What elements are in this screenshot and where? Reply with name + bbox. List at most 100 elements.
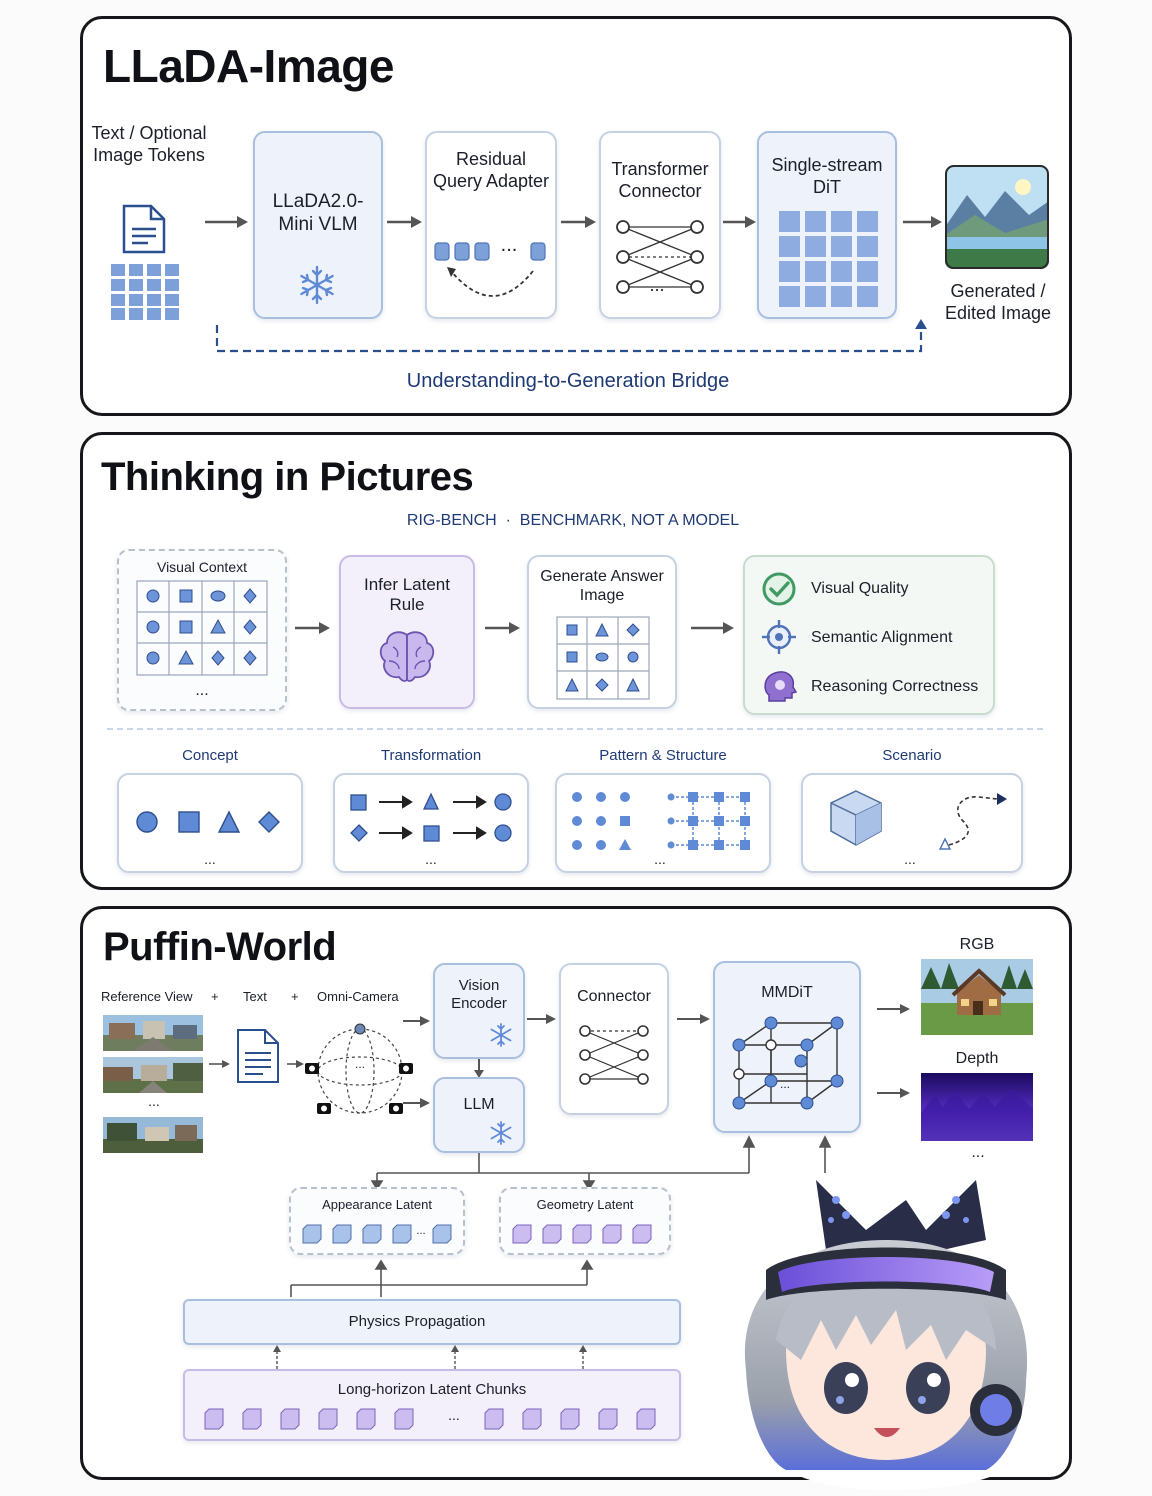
omni-camera-label: Omni-Camera [317, 989, 399, 1004]
chunks-ellipsis: ... [448, 1407, 460, 1423]
arrow-right-icon [287, 1060, 304, 1068]
check-badge-icon [762, 572, 796, 606]
arrow-right-icon [209, 1060, 230, 1068]
output-ellipsis: ... [971, 1144, 985, 1161]
pattern-ellipsis: ... [654, 851, 666, 867]
long-horizon-label: Long-horizon Latent Chunks [337, 1381, 527, 1398]
infer-box [339, 555, 475, 709]
mmdit-label: MMDiT [761, 984, 813, 1001]
plus-sign: + [291, 989, 299, 1004]
category-scenario-label: Scenario [882, 747, 942, 764]
metric-visual-quality: Visual Quality [811, 580, 909, 597]
path-arrow-icon [938, 793, 1007, 850]
adapter-ellipsis: ... [500, 234, 518, 256]
document-icon [237, 1029, 279, 1083]
chunks-to-physics-arrows [273, 1345, 587, 1369]
depth-output-image [921, 1073, 1033, 1141]
routing-lines [370, 1135, 832, 1191]
arrow-right-icon [387, 216, 422, 228]
arrow-right-icon [877, 1004, 910, 1014]
arrow-right-icon [403, 1016, 430, 1026]
reference-photo [103, 1057, 203, 1093]
category-concept-label: Concept [182, 747, 238, 764]
dashed-divider [107, 728, 1045, 730]
text-label: Text [243, 989, 267, 1004]
infer-label: Infer Latent Rule [363, 575, 450, 615]
transformation-ellipsis: ... [425, 851, 437, 867]
arrow-right-icon [723, 216, 756, 228]
mmdit-ellipsis: ... [779, 1077, 790, 1091]
long-horizon-box [183, 1369, 681, 1441]
rgb-output-image [921, 959, 1033, 1035]
panel-title: LLaDA-Image [103, 40, 394, 92]
mascot-sticker [722, 1160, 1060, 1490]
physics-to-latent-arrows [290, 1259, 594, 1297]
connector-label: Transformer Connector [611, 159, 709, 201]
snowflake-icon [490, 1023, 512, 1047]
bridge-dashed-arrow [215, 319, 927, 353]
panel-title: Thinking in Pictures [101, 455, 474, 499]
arrow-right-icon [527, 1014, 556, 1024]
concept-ellipsis: ... [204, 851, 216, 867]
physics-propagation-label: Physics Propagation [348, 1313, 486, 1330]
generated-landscape-image [945, 165, 1049, 269]
generate-label: Generate Answer Image [540, 568, 664, 605]
appearance-latent-label: Appearance Latent [322, 1197, 432, 1212]
plus-sign: + [211, 989, 219, 1004]
vision-encoder-box [433, 963, 525, 1059]
network-graph-icon [616, 220, 704, 294]
depth-label: Depth [955, 1050, 999, 1067]
arrow-right-icon [877, 1088, 910, 1098]
cube-icon [830, 790, 882, 846]
reference-photo [103, 1117, 203, 1153]
latent-chunk-cubes [204, 1408, 656, 1430]
concept-shapes [136, 810, 280, 833]
metric-semantic-alignment: Semantic Alignment [811, 629, 953, 646]
llada-image-panel: LLaDA-Image Text / Optional Image Tokens… [80, 16, 1072, 416]
llm-label: LLM [463, 1096, 495, 1113]
dit-label: Single-stream DiT [771, 155, 883, 197]
physics-propagation-box [183, 1299, 681, 1345]
llm-box [433, 1077, 525, 1153]
query-tokens [434, 242, 546, 297]
category-transformation-label: Transformation [380, 747, 482, 764]
appearance-ellipsis: ... [416, 1225, 426, 1237]
category-pattern-label: Pattern & Structure [599, 747, 727, 764]
rgb-label: RGB [959, 936, 995, 953]
puffin-connector-box [559, 963, 669, 1115]
arrow-right-icon [205, 216, 248, 228]
appearance-latent-box [289, 1187, 465, 1255]
pattern-dots-grid [572, 792, 750, 850]
visual-context-ellipsis: ... [195, 682, 209, 699]
brain-icon [379, 631, 435, 682]
reference-photo [103, 1015, 203, 1051]
geometry-latent-label: Geometry Latent [536, 1197, 634, 1212]
arrow-right-icon [677, 1014, 710, 1024]
panel-title: Puffin-World [103, 925, 337, 969]
adapter-label: Residual Query Adapter [432, 149, 550, 191]
connector-ellipsis: ... [649, 275, 665, 295]
latent-grid [779, 211, 878, 307]
vision-encoder-label: Vision Encoder [451, 977, 507, 1012]
arrow-right-icon [691, 622, 734, 634]
transformation-box [333, 773, 529, 873]
subtitle: RIG-BENCH · BENCHMARK, NOT A MODEL [406, 512, 740, 529]
output-label: Generated / Edited Image [944, 281, 1052, 323]
snowflake-icon [490, 1121, 512, 1145]
image-token-grid [111, 264, 179, 320]
arrow-right-icon [295, 622, 330, 634]
arrow-right-icon [561, 216, 596, 228]
geometry-latent-box [499, 1187, 671, 1255]
geometry-cubes [512, 1224, 652, 1244]
appearance-cubes [302, 1224, 452, 1244]
puffin-connector-label: Connector [577, 988, 651, 1005]
arrow-right-icon [485, 622, 520, 634]
arrow-right-icon [403, 1098, 430, 1108]
network-graph-icon [579, 1025, 649, 1085]
reference-ellipsis: ... [148, 1093, 160, 1109]
transformation-sequence [350, 792, 512, 842]
target-icon [762, 620, 796, 654]
visual-context-label: Visual Context [156, 559, 247, 575]
vlm-label: LLaDA2.0-Mini VLM [272, 191, 364, 235]
cube-network-icon [732, 1016, 844, 1110]
